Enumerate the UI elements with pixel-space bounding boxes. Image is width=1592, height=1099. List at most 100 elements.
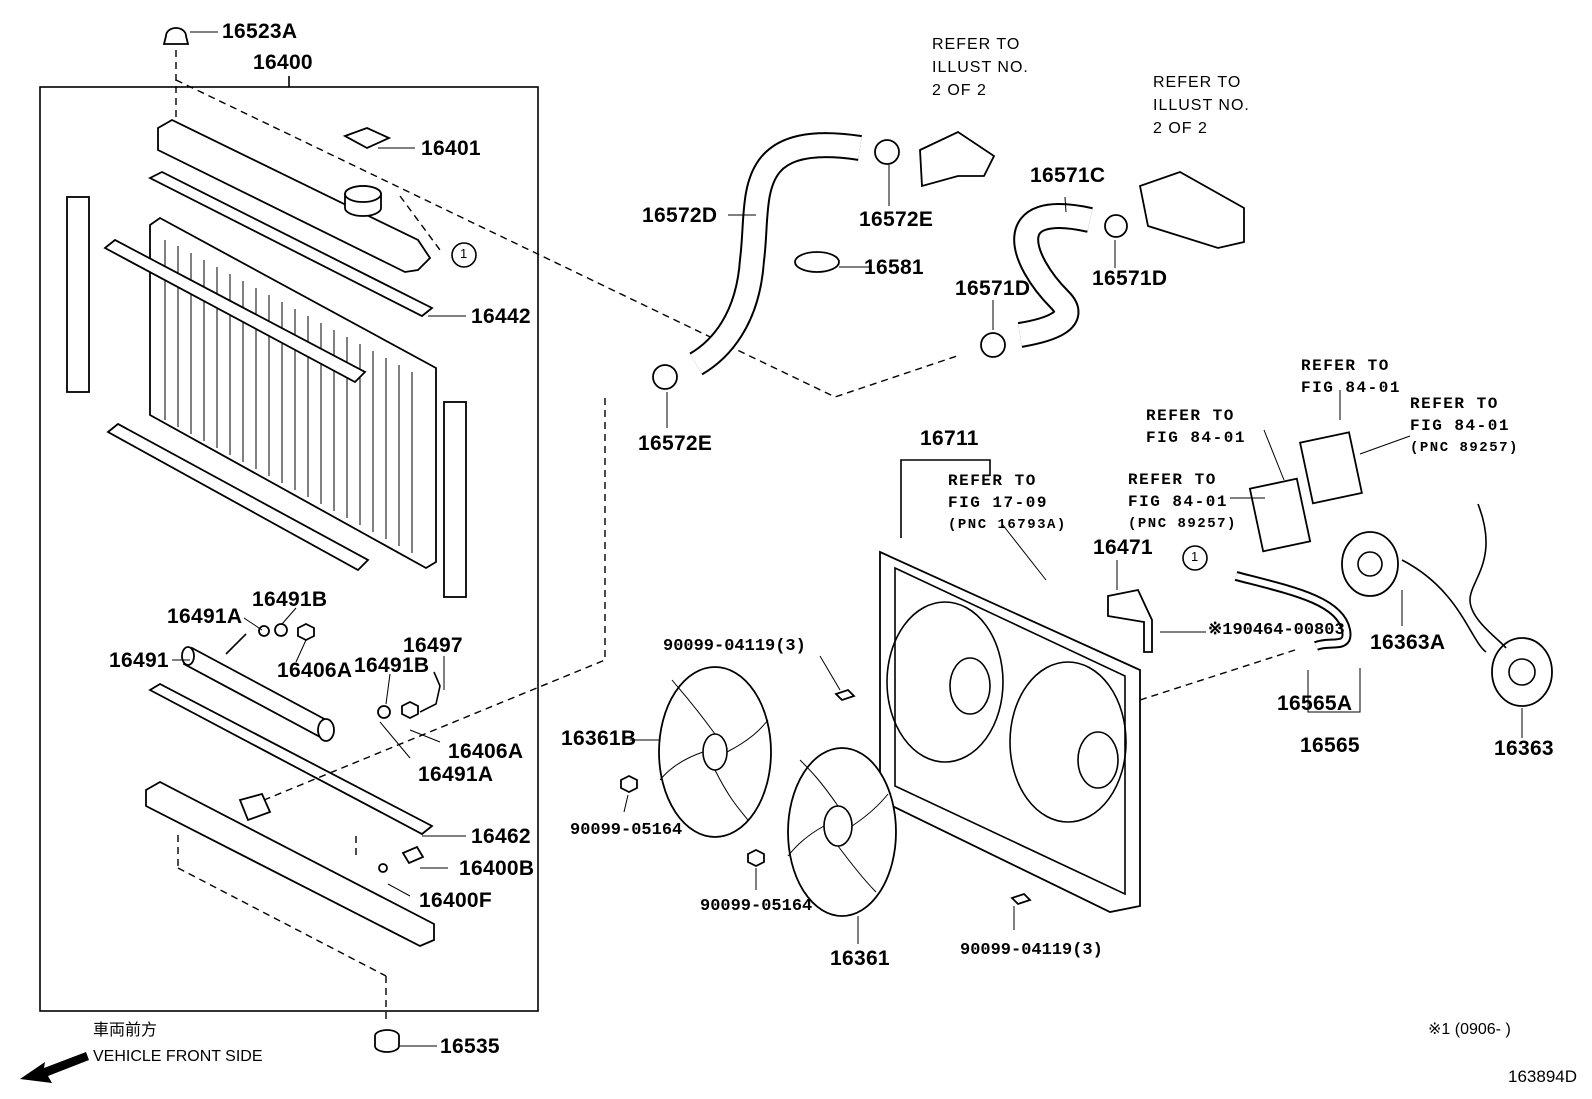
refer-line: REFER TO [932, 36, 1021, 53]
clamp-icon-d [980, 332, 1006, 358]
clamp-icon-a [874, 139, 900, 165]
callout-circle-icon [451, 242, 477, 268]
label-16363A: 16363A [1370, 631, 1446, 654]
refer-fig-17-09: REFER TO FIG 17-09 (PNC 16793A) [948, 470, 1067, 536]
radiator-cap-icon [162, 27, 190, 45]
refer-line: FIG 84-01 [1410, 417, 1510, 435]
label-16491A-upper: 16491A [167, 605, 243, 628]
label-16462: 16462 [471, 825, 531, 848]
fan-shroud-icon [879, 550, 1141, 913]
bottom-seal-icon [106, 422, 370, 572]
label-16571D-left: 16571D [955, 277, 1031, 300]
top-seal-icon [103, 238, 367, 384]
bracket-16471-icon [1107, 588, 1153, 653]
label-16571C: 16571C [1030, 164, 1106, 187]
refer-fig-84-01-d: REFER TO FIG 84-01 (PNC 89257) [1410, 393, 1519, 459]
filler-neck-gasket-icon [342, 127, 392, 150]
label-16491A-lower: 16491A [418, 763, 494, 786]
label-16406A-lower: 16406A [448, 740, 524, 763]
refer-illust-2: REFER TO ILLUST NO. 2 OF 2 [1153, 71, 1250, 140]
fan-motor-16363-icon [1491, 637, 1553, 707]
label-16711: 16711 [920, 427, 979, 450]
vehicle-front-label: VEHICLE FRONT SIDE [93, 1048, 263, 1065]
label-16491B-lower: 16491B [354, 654, 430, 677]
refer-line: ILLUST NO. [932, 59, 1029, 76]
upper-tank-icon [157, 118, 432, 273]
label-90464-00803: ※190464-00803 [1208, 621, 1345, 640]
front-arrow-icon [20, 1052, 89, 1083]
label-16401: 16401 [421, 137, 481, 160]
label-16581: 16581 [864, 256, 924, 279]
label-16565A: 16565A [1277, 692, 1353, 715]
fan-controller-b-icon [1299, 431, 1363, 505]
refer-line: REFER TO [1301, 357, 1390, 375]
refer-fig-84-01-a: REFER TO FIG 84-01 [1146, 405, 1246, 449]
refer-pnc: (PNC 89257) [1410, 440, 1519, 456]
refer-line: REFER TO [1410, 395, 1499, 413]
fan-16361-icon [787, 747, 897, 917]
refer-line: REFER TO [948, 472, 1037, 490]
refer-line: REFER TO [1146, 407, 1235, 425]
water-inlet-icon [919, 130, 996, 188]
label-16535: 16535 [440, 1035, 500, 1058]
callout-1-hose: 1 [1191, 549, 1199, 564]
label-16571D-right: 16571D [1092, 267, 1168, 290]
nut-icon-b [747, 848, 765, 868]
drain-cushion-icon [374, 1029, 400, 1053]
label-16497: 16497 [403, 634, 463, 657]
label-16491B-upper: 16491B [252, 588, 328, 611]
label-16471: 16471 [1093, 536, 1153, 559]
bolt-icon-a [834, 688, 856, 702]
motor-wire-icon [1401, 503, 1507, 653]
refer-illust-1: REFER TO ILLUST NO. 2 OF 2 [932, 33, 1029, 102]
refer-fig-84-01-c: REFER TO FIG 84-01 [1301, 355, 1401, 399]
drain-pipe-icon [181, 633, 335, 742]
label-16442: 16442 [471, 305, 531, 328]
drawing-number: 163894D [1508, 1067, 1578, 1086]
fan-controller-a-icon [1248, 477, 1312, 553]
clamp-16581-icon [794, 251, 840, 273]
footnote: ※1 (0906- ) [1428, 1021, 1511, 1038]
water-outlet-icon [1138, 171, 1245, 249]
label-16491: 16491 [109, 649, 169, 672]
refer-line: 2 OF 2 [932, 82, 987, 99]
refer-line: FIG 84-01 [1146, 429, 1246, 447]
refer-pnc: (PNC 89257) [1128, 516, 1237, 532]
lower-tank-icon [145, 780, 435, 947]
callout-circle-icon [1182, 545, 1208, 571]
label-16572D: 16572D [642, 204, 718, 227]
refer-line: FIG 84-01 [1128, 493, 1228, 511]
fan-16361B-icon [658, 666, 772, 838]
label-90099-05164-left: 90099-05164 [570, 821, 683, 840]
refer-line: ILLUST NO. [1153, 97, 1250, 114]
left-seal-icon [66, 196, 90, 393]
lower-gasket-icon [148, 682, 434, 836]
refer-fig-84-01-b: REFER TO FIG 84-01 (PNC 89257) [1128, 469, 1237, 535]
clamp-icon-b [652, 364, 678, 390]
label-90099-04119-right: 90099-04119(3) [960, 941, 1103, 960]
label-90099-04119-left: 90099-04119(3) [663, 637, 806, 656]
refer-line: REFER TO [1128, 471, 1217, 489]
clamp-icon-c [1104, 214, 1128, 238]
refer-pnc: (PNC 16793A) [948, 517, 1067, 533]
upper-gasket-icon [147, 170, 434, 318]
vehicle-front-label-jp: 車両前方 [93, 1022, 158, 1039]
refer-line: FIG 84-01 [1301, 379, 1401, 397]
label-16361: 16361 [830, 947, 890, 970]
label-16406A-upper: 16406A [277, 659, 353, 682]
refer-line: REFER TO [1153, 74, 1242, 91]
label-16572E-upper: 16572E [859, 208, 934, 231]
label-16565: 16565 [1300, 734, 1360, 757]
bolt-icon-b [1010, 892, 1032, 906]
label-16400F: 16400F [419, 889, 493, 912]
refer-line: 2 OF 2 [1153, 120, 1208, 137]
label-16361B: 16361B [561, 727, 637, 750]
label-16400B: 16400B [459, 857, 535, 880]
label-90099-05164-right: 90099-05164 [700, 897, 813, 916]
refer-line: FIG 17-09 [948, 494, 1048, 512]
nut-icon-a [620, 774, 638, 794]
label-16572E-lower: 16572E [638, 432, 713, 455]
callout-1-radiator: 1 [460, 246, 468, 261]
